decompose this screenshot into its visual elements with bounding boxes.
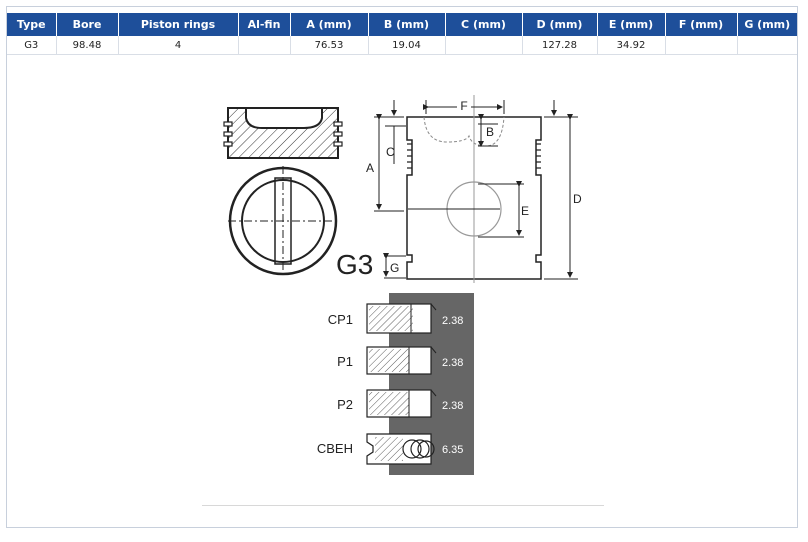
dim-label-c: C: [386, 145, 395, 159]
ring-cp1: CP1 2.38: [328, 303, 463, 334]
content-frame: [6, 6, 798, 528]
col-d: D (mm): [522, 13, 598, 36]
col-bore: Bore: [56, 13, 119, 36]
dim-label-f: F: [460, 99, 467, 113]
ring-name: P1: [337, 354, 353, 369]
table-row: G3 98.48 4 76.53 19.04 127.28 34.92: [7, 36, 797, 55]
ring-section: CP1 2.38 P1 2.38 P2 2.38: [317, 293, 474, 475]
cell-e: 34.92: [597, 36, 666, 55]
ring-p2: P2 2.38: [337, 389, 463, 418]
col-al-fin: Al-fin: [238, 13, 291, 36]
dim-label-e: E: [521, 204, 529, 218]
col-e: E (mm): [597, 13, 666, 36]
divider: [202, 505, 604, 506]
dim-label-g: G: [390, 261, 399, 275]
model-label: G3: [336, 249, 373, 280]
ring-name: CP1: [328, 312, 353, 327]
col-c: C (mm): [445, 13, 523, 36]
dim-label-a: A: [366, 161, 374, 175]
cell-bore: 98.48: [56, 36, 119, 55]
col-g: G (mm): [737, 13, 797, 36]
ring-value: 2.38: [442, 400, 463, 412]
ring-p1: P1 2.38: [337, 346, 463, 375]
piston-section-view: [223, 107, 343, 159]
ring-value: 2.38: [442, 315, 463, 327]
ring-value: 2.38: [442, 357, 463, 369]
col-b: B (mm): [368, 13, 446, 36]
col-f: F (mm): [665, 13, 738, 36]
spec-table-header: Type Bore Piston rings Al-fin A (mm) B (…: [7, 13, 797, 36]
piston-side-profile: F B A C D E G: [366, 95, 582, 283]
cell-a: 76.53: [290, 36, 369, 55]
cell-c: [445, 36, 523, 55]
col-a: A (mm): [290, 13, 369, 36]
cell-al-fin: [238, 36, 291, 55]
cell-piston-rings: 4: [118, 36, 239, 55]
spec-table: Type Bore Piston rings Al-fin A (mm) B (…: [7, 13, 797, 55]
col-piston-rings: Piston rings: [118, 13, 239, 36]
dim-label-d: D: [573, 192, 582, 206]
ring-value: 6.35: [442, 444, 463, 456]
cell-b: 19.04: [368, 36, 446, 55]
ring-name: CBEH: [317, 441, 353, 456]
cell-type: G3: [7, 36, 57, 55]
piston-top-view: [228, 166, 338, 277]
cell-f: [665, 36, 738, 55]
ring-cbeh: CBEH 6.35: [317, 433, 463, 465]
ring-name: P2: [337, 397, 353, 412]
dim-label-b: B: [486, 125, 494, 139]
cell-d: 127.28: [522, 36, 598, 55]
col-type: Type: [7, 13, 57, 36]
cell-g: [737, 36, 797, 55]
